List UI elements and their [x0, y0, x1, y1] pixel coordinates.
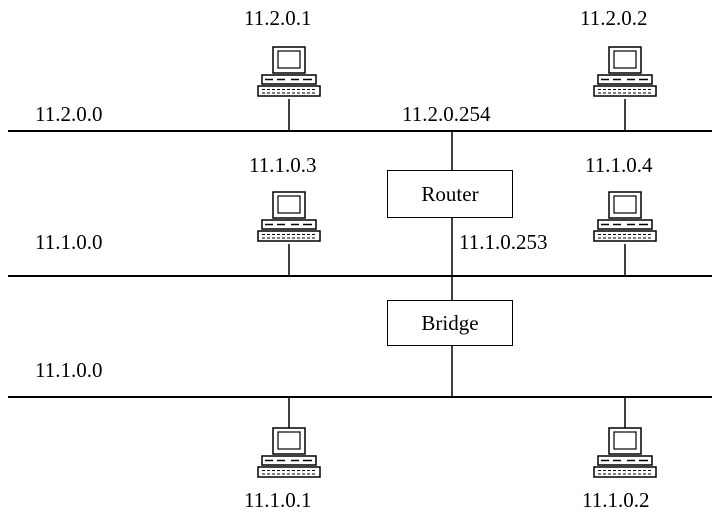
- host-ip-label: 11.1.0.4: [585, 153, 653, 177]
- desktop-computer-icon: [593, 427, 657, 478]
- desktop-computer-icon: [257, 191, 321, 242]
- router-upper-ip: 11.2.0.254: [402, 102, 491, 126]
- host-ip-label: 11.2.0.1: [244, 6, 312, 30]
- router-label: Router: [421, 181, 479, 206]
- router-lower-ip: 11.1.0.253: [459, 230, 548, 254]
- desktop-computer-icon: [593, 191, 657, 242]
- host-ip-label: 11.2.0.2: [580, 6, 648, 30]
- host-ip-label: 11.1.0.3: [249, 153, 317, 177]
- desktop-computer-icon: [257, 427, 321, 478]
- network-label: 11.1.0.0: [35, 230, 103, 254]
- network-label: 11.2.0.0: [35, 102, 103, 126]
- host-ip-label: 11.1.0.1: [244, 488, 312, 512]
- desktop-computer-icon: [257, 46, 321, 97]
- desktop-computer-icon: [593, 46, 657, 97]
- host-ip-label: 11.1.0.2: [582, 488, 650, 512]
- network-label: 11.1.0.0: [35, 358, 103, 382]
- bridge-box: Bridge: [387, 300, 513, 346]
- bridge-label: Bridge: [421, 310, 479, 335]
- router-box: Router: [387, 170, 513, 218]
